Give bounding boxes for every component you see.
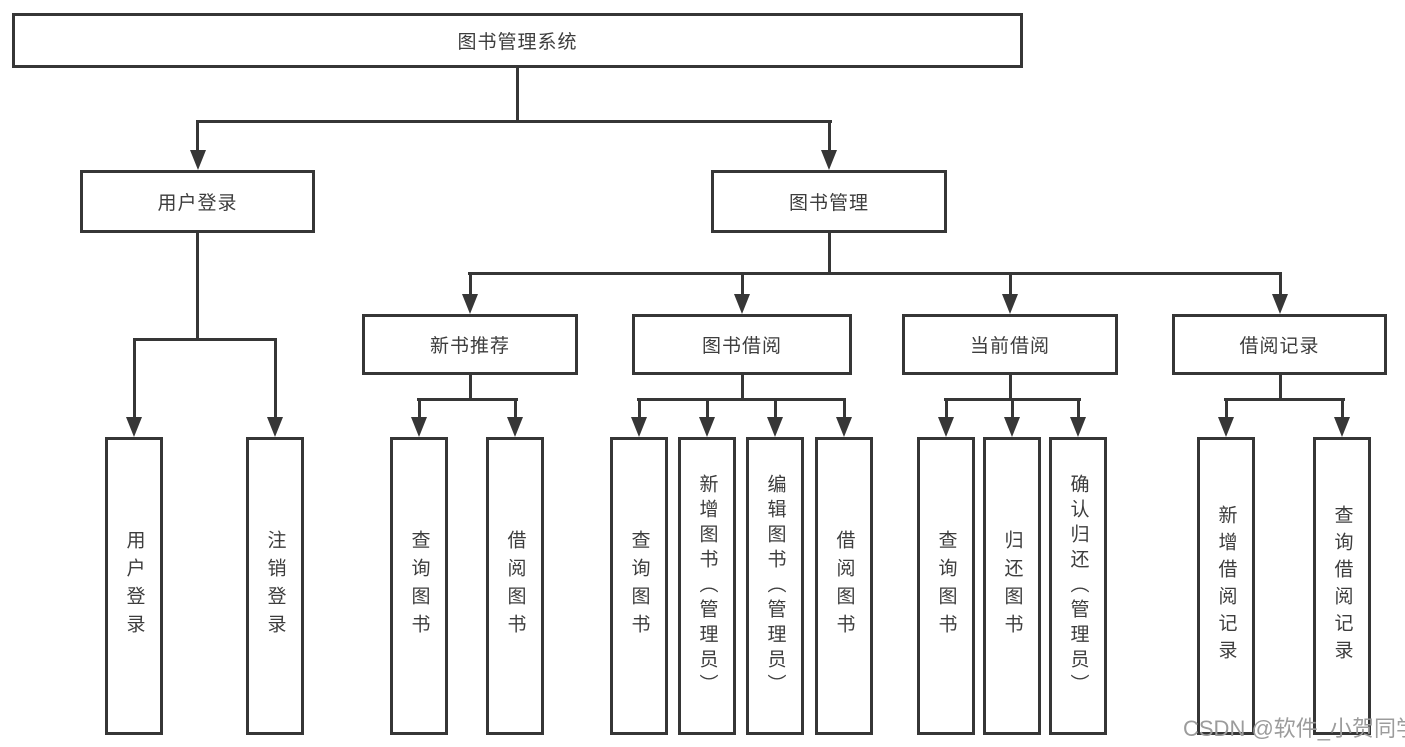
connector-userlogin-drop-2 bbox=[274, 338, 277, 419]
leaf-add-books-admin: 新增图书（管理员） bbox=[678, 437, 736, 735]
arrowhead-icon bbox=[734, 294, 750, 314]
connector-userlogin-stem bbox=[196, 233, 199, 340]
connector-recommend-rail bbox=[417, 398, 518, 401]
arrowhead-icon bbox=[767, 417, 783, 437]
arrowhead-icon bbox=[1272, 294, 1288, 314]
connector-root-stem bbox=[516, 68, 519, 122]
arrowhead-icon bbox=[411, 417, 427, 437]
connector-borrowing-drop-2 bbox=[706, 398, 709, 419]
arrowhead-icon bbox=[1002, 294, 1018, 314]
connector-bookmgmt-drop-2 bbox=[741, 272, 744, 296]
arrowhead-icon bbox=[1218, 417, 1234, 437]
arrowhead-icon bbox=[699, 417, 715, 437]
connector-current-drop-2 bbox=[1011, 398, 1014, 419]
node-book-management: 图书管理 bbox=[711, 170, 947, 233]
leaf-confirm-return-admin: 确认归还（管理员） bbox=[1049, 437, 1107, 735]
connector-records-drop-2 bbox=[1341, 398, 1344, 419]
csdn-watermark: CSDN @软件_小贺同学 bbox=[1183, 716, 1405, 741]
leaf-query-books-current: 查询图书 bbox=[917, 437, 975, 735]
connector-bookmgmt-drop-4 bbox=[1279, 272, 1282, 296]
connector-bookmgmt-stem bbox=[828, 233, 831, 274]
connector-current-stem bbox=[1009, 375, 1012, 400]
node-library-system: 图书管理系统 bbox=[12, 13, 1023, 68]
arrowhead-icon bbox=[631, 417, 647, 437]
leaf-return-books: 归还图书 bbox=[983, 437, 1041, 735]
connector-records-drop-1 bbox=[1225, 398, 1228, 419]
leaf-query-borrow-record: 查询借阅记录 bbox=[1313, 437, 1371, 735]
connector-root-rail bbox=[196, 120, 832, 123]
connector-records-rail bbox=[1224, 398, 1345, 401]
connector-borrowing-drop-4 bbox=[843, 398, 846, 419]
leaf-add-borrow-record: 新增借阅记录 bbox=[1197, 437, 1255, 735]
leaf-borrow-books-recommend: 借阅图书 bbox=[486, 437, 544, 735]
leaf-user-login: 用户登录 bbox=[105, 437, 163, 735]
connector-records-stem bbox=[1279, 375, 1282, 400]
leaf-query-books-borrowing: 查询图书 bbox=[610, 437, 668, 735]
connector-bookmgmt-rail bbox=[468, 272, 1282, 275]
connector-userlogin-drop-1 bbox=[133, 338, 136, 419]
connector-bookmgmt-drop-1 bbox=[469, 272, 472, 296]
connector-borrowing-stem bbox=[741, 375, 744, 400]
arrowhead-icon bbox=[938, 417, 954, 437]
node-book-borrowing: 图书借阅 bbox=[632, 314, 852, 375]
connector-root-drop-right bbox=[828, 120, 831, 152]
connector-recommend-drop-1 bbox=[418, 398, 421, 419]
leaf-borrow-books-borrowing: 借阅图书 bbox=[815, 437, 873, 735]
arrowhead-icon bbox=[507, 417, 523, 437]
connector-root-drop-left bbox=[196, 120, 199, 152]
arrowhead-icon bbox=[836, 417, 852, 437]
connector-borrowing-rail bbox=[637, 398, 846, 401]
arrowhead-icon bbox=[1004, 417, 1020, 437]
arrowhead-icon bbox=[126, 417, 142, 437]
node-user-login: 用户登录 bbox=[80, 170, 315, 233]
connector-bookmgmt-drop-3 bbox=[1009, 272, 1012, 296]
connector-borrowing-drop-1 bbox=[638, 398, 641, 419]
connector-recommend-stem bbox=[469, 375, 472, 400]
connector-borrowing-drop-3 bbox=[774, 398, 777, 419]
arrowhead-icon bbox=[190, 150, 206, 170]
node-borrowing-records: 借阅记录 bbox=[1172, 314, 1387, 375]
arrowhead-icon bbox=[462, 294, 478, 314]
node-current-borrowing: 当前借阅 bbox=[902, 314, 1118, 375]
leaf-query-books-recommend: 查询图书 bbox=[390, 437, 448, 735]
node-new-book-recommendation: 新书推荐 bbox=[362, 314, 578, 375]
connector-userlogin-rail bbox=[133, 338, 277, 341]
arrowhead-icon bbox=[1070, 417, 1086, 437]
connector-recommend-drop-2 bbox=[514, 398, 517, 419]
connector-current-drop-1 bbox=[945, 398, 948, 419]
arrowhead-icon bbox=[821, 150, 837, 170]
leaf-logout-login: 注销登录 bbox=[246, 437, 304, 735]
leaf-edit-books-admin: 编辑图书（管理员） bbox=[746, 437, 804, 735]
arrowhead-icon bbox=[1334, 417, 1350, 437]
connector-current-drop-3 bbox=[1077, 398, 1080, 419]
arrowhead-icon bbox=[267, 417, 283, 437]
